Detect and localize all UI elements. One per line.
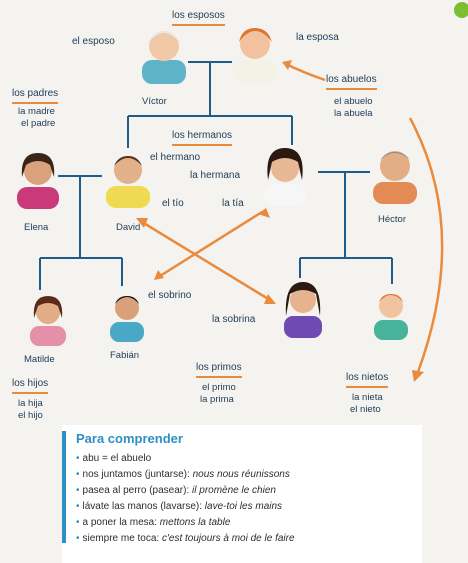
hermana-portrait [264,148,306,206]
el-tio-label: el tío [162,198,184,209]
comprender-line-1: •abu = el abuelo [76,453,152,464]
para-comprender-box: Para comprender •abu = el abuelo •nos ju… [62,425,422,563]
la-madre-label: la madre [18,106,55,117]
los-padres-text: los padres [12,88,59,99]
victor-portrait [142,31,186,84]
la-hija-label: la hija [18,398,43,409]
elena-portrait [17,153,59,209]
matilde-portrait [30,296,66,346]
elena-name: Elena [24,222,49,233]
hector-name: Héctor [378,214,406,225]
el-hermano-label: el hermano [150,152,201,163]
los-padres-heading: los padres [12,88,59,104]
el-abuelo-label: el abuelo [334,96,373,107]
los-nietos-text: los nietos [346,372,389,383]
line-3-es: pasea al perro (pasear): [82,485,190,496]
los-nietos-heading: los nietos [346,372,389,388]
el-primo-label: el primo [202,382,236,393]
los-abuelos-text: los abuelos [326,74,377,85]
el-esposo-label: el esposo [72,36,115,47]
la-tia-label: la tía [222,198,244,209]
el-nieto-label: el nieto [350,404,381,415]
comprender-line-4: •lávate las manos (lavarse): lave-toi le… [76,501,283,512]
los-abuelos-heading: los abuelos [326,74,377,90]
el-padre-label: el padre [21,118,56,129]
line-5-tr: mettons la table [159,517,231,528]
box-accent-bar [62,431,66,543]
comprender-line-3: •pasea al perro (pasear): il promène le … [76,485,276,496]
line-4-tr: lave-toi les mains [204,501,283,512]
victor-name: Víctor [142,96,167,107]
los-primos-heading: los primos [196,362,242,378]
los-hijos-text: los hijos [12,378,49,389]
para-comprender-title: Para comprender [76,431,183,446]
sobrina-portrait [284,282,322,338]
la-esposa-label: la esposa [296,32,339,43]
los-hijos-heading: los hijos [12,378,49,394]
el-sobrino-label: el sobrino [148,290,192,301]
david-portrait [106,156,150,208]
line-2-es: nos juntamos (juntarse): [82,469,190,480]
la-sobrina-label: la sobrina [212,314,256,325]
los-hermanos-text: los hermanos [172,130,233,141]
la-prima-label: la prima [200,394,234,405]
hector-portrait [373,151,417,204]
los-esposos-heading: los esposos [172,10,225,26]
fabian-name: Fabián [110,350,140,361]
corner-badge-icon [454,2,468,18]
line-1-es: abu = el abuelo [82,453,152,464]
fabian-portrait [110,296,144,342]
line-5-es: a poner la mesa: [82,517,158,528]
david-name: David [116,222,141,233]
la-abuela-label: la abuela [334,108,373,119]
line-3-tr: il promène le chien [192,485,276,496]
los-primos-text: los primos [196,362,242,373]
comprender-line-6: •siempre me toca: c'est toujours à moi d… [76,533,295,544]
line-4-es: lávate las manos (lavarse): [82,501,203,512]
abuela-portrait [233,28,277,82]
line-6-es: siempre me toca: [82,533,160,544]
comprender-line-5: •a poner la mesa: mettons la table [76,517,231,528]
comprender-line-2: •nos juntamos (juntarse): nous nous réun… [76,469,290,480]
matilde-name: Matilde [24,354,55,365]
nieto-portrait [374,294,408,340]
los-esposos-text: los esposos [172,10,225,21]
line-2-tr: nous nous réunissons [192,469,290,480]
el-hijo-label: el hijo [18,410,43,421]
los-hermanos-heading: los hermanos [172,130,233,146]
la-hermana-label: la hermana [190,170,241,181]
line-6-tr: c'est toujours à moi de le faire [162,533,295,544]
la-nieta-label: la nieta [352,392,383,403]
